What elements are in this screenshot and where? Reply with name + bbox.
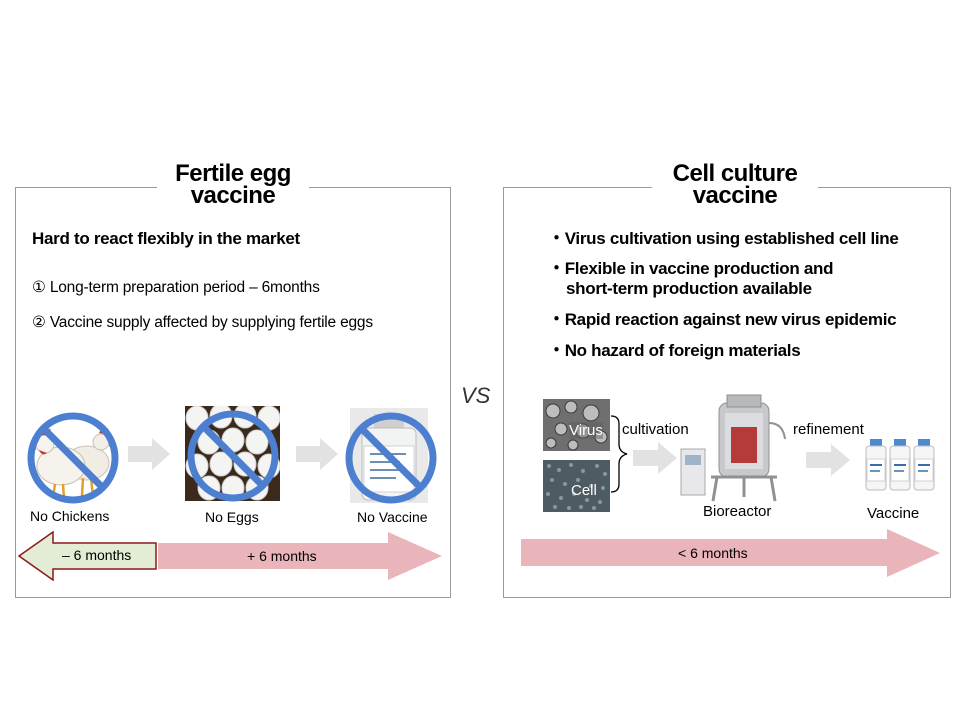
prohibit-vaccine-icon: [345, 412, 437, 504]
step-arrow-icon: [806, 444, 850, 476]
cell-culture-bullet-4: ・No hazard of foreign materials: [548, 341, 801, 360]
under-6-months-arrow: [521, 529, 940, 577]
step-label-no-chickens: No Chickens: [30, 508, 110, 524]
fertile-egg-title-line2: vaccine: [190, 182, 276, 209]
plus-6-months-arrow: [158, 532, 442, 580]
prohibit-eggs-icon: [187, 410, 279, 502]
bioreactor-label: Bioreactor: [703, 503, 772, 520]
vaccine-vials-image: [863, 437, 938, 492]
brace-icon: [610, 415, 628, 493]
vaccine-vial-icon: [865, 439, 887, 491]
bioreactor-image: [677, 393, 793, 505]
fertile-egg-item-1: ① Long-term preparation period – 6months: [32, 278, 320, 297]
plus-6-months-label: + 6 months: [247, 548, 317, 564]
vaccine-label: Vaccine: [867, 505, 920, 522]
cell-label: Cell: [571, 482, 597, 499]
cell-culture-bullet-1: ・Virus cultivation using established cel…: [548, 229, 899, 248]
under-6-months-label: < 6 months: [678, 545, 748, 561]
step-label-cultivation: cultivation: [622, 421, 689, 438]
virus-micrograph-image: [543, 399, 610, 451]
item-marker: ①: [32, 279, 46, 296]
step-arrow-icon: [296, 438, 338, 470]
bioreactor-icon: [680, 394, 786, 502]
prohibit-chicken-icon: [27, 412, 119, 504]
virus-label: Virus: [569, 422, 603, 439]
minus-6-months-arrow: [18, 531, 157, 581]
cell-culture-bullet-2: ・Flexible in vaccine production and shor…: [548, 259, 834, 298]
fertile-egg-panel-title: Fertile egg vaccine: [157, 160, 309, 211]
step-arrow-icon: [128, 438, 170, 470]
cell-culture-title-line1: Cell culture: [672, 160, 798, 187]
fertile-egg-item-2: ② Vaccine supply affected by supplying f…: [32, 313, 373, 332]
vs-label: VS: [461, 383, 491, 408]
cell-culture-title-line2: vaccine: [692, 182, 778, 209]
minus-6-months-label: – 6 months: [62, 547, 132, 563]
item-text: Long-term preparation period – 6months: [49, 279, 320, 296]
vaccine-vial-icon: [889, 439, 911, 491]
fertile-egg-panel: [15, 187, 451, 598]
cell-micrograph-image: [543, 460, 610, 512]
item-text: Vaccine supply affected by supplying fer…: [49, 314, 373, 331]
fertile-egg-title-line1: Fertile egg: [175, 160, 291, 187]
cell-culture-panel-title: Cell culture vaccine: [652, 160, 818, 211]
vaccine-vial-icon: [913, 439, 935, 491]
item-marker: ②: [32, 314, 46, 331]
cell-culture-bullet-3: ・Rapid reaction against new virus epidem…: [548, 310, 897, 329]
step-arrow-icon: [633, 442, 677, 474]
step-label-refinement: refinement: [793, 421, 864, 438]
fertile-egg-heading: Hard to react flexibly in the market: [32, 229, 300, 248]
step-label-no-vaccine: No Vaccine: [357, 509, 428, 525]
step-label-no-eggs: No Eggs: [205, 509, 259, 525]
cell-culture-panel: [503, 187, 951, 598]
